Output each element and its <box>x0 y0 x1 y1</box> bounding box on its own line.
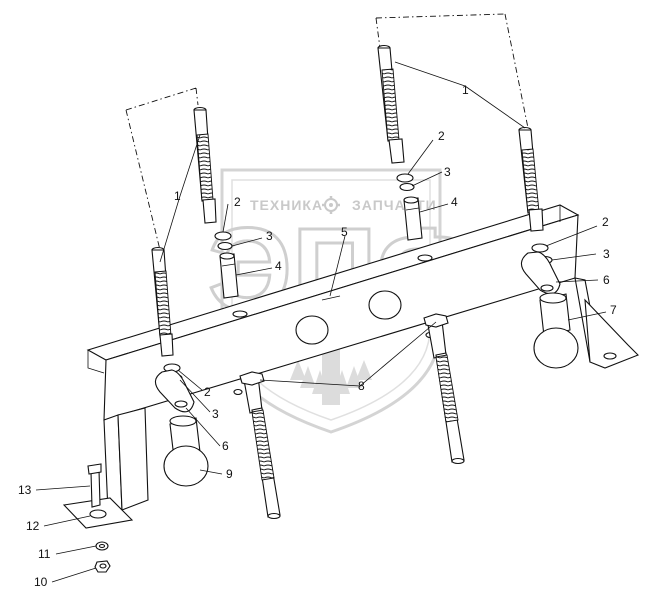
hose-fitting <box>159 333 174 357</box>
bolt-head <box>87 463 102 475</box>
beam-hole <box>232 310 248 318</box>
ball-head <box>533 327 579 369</box>
hose-armor <box>435 354 459 423</box>
ball-head <box>163 445 209 487</box>
callout-3: 3 <box>266 229 273 243</box>
hose-armor <box>251 409 275 481</box>
foot-hole <box>89 509 107 519</box>
ball-head-right <box>533 292 579 369</box>
nut <box>239 371 265 386</box>
callout-3: 3 <box>603 247 610 261</box>
callout-4: 4 <box>275 259 282 273</box>
watermark-left-word: ТЕХНИКА <box>250 197 323 213</box>
nut <box>423 313 449 328</box>
beam-front-hole <box>295 315 329 345</box>
callout-2: 2 <box>602 215 609 229</box>
hose-fitting <box>388 138 405 164</box>
beam-slot <box>321 295 341 301</box>
washer <box>396 173 414 183</box>
washer <box>217 241 233 251</box>
callout-1: 1 <box>462 83 469 97</box>
beam-front-hole <box>233 388 243 396</box>
hose-armor <box>154 270 172 338</box>
hose-armor <box>196 133 214 202</box>
callout-10: 10 <box>34 575 48 589</box>
left-support-bracket <box>62 407 149 529</box>
washer <box>399 182 415 192</box>
fastener-set <box>87 463 111 573</box>
callout-8: 8 <box>358 379 365 393</box>
callout-7: 7 <box>610 303 617 317</box>
callout-2: 2 <box>438 129 445 143</box>
right-dashed-bracket <box>375 13 529 129</box>
callout-13: 13 <box>18 483 32 497</box>
hose-armor <box>381 68 400 142</box>
high-pressure-hose <box>377 44 405 164</box>
drain-hose <box>427 320 465 465</box>
ball-head-left <box>163 415 209 487</box>
left-dashed-bracket <box>125 87 199 251</box>
callout-6: 6 <box>222 439 229 453</box>
hose-fitting <box>202 198 217 224</box>
high-pressure-hose <box>518 126 544 232</box>
washer <box>531 243 549 253</box>
beam-hole <box>417 254 433 262</box>
gear-icon <box>322 196 340 214</box>
beam-left-end <box>87 350 105 374</box>
foot-hole <box>603 352 617 360</box>
injector-fittings <box>219 196 423 299</box>
callout-3: 3 <box>444 165 451 179</box>
callout-9: 9 <box>226 467 233 481</box>
drain-hose <box>243 375 281 520</box>
callout-4: 4 <box>451 195 458 209</box>
hose-armor <box>521 148 540 214</box>
right-support-bracket <box>574 277 639 369</box>
callout-12: 12 <box>26 519 40 533</box>
callout-1: 1 <box>174 189 181 203</box>
wheat-emblem-icon <box>290 345 372 405</box>
hose-fitting <box>528 208 544 232</box>
left-bracket-web <box>117 407 149 511</box>
high-pressure-hose <box>151 246 174 357</box>
callout-5: 5 <box>341 225 348 239</box>
callout-labels: 1 1 2 2 2 2 3 3 3 3 4 4 5 6 6 7 8 9 10 1… <box>18 83 617 589</box>
leader-lines <box>35 61 607 583</box>
bolt <box>90 469 101 508</box>
beam-front-hole <box>368 290 402 320</box>
hose-group-brackets <box>125 13 529 251</box>
callout-11: 11 <box>38 547 51 561</box>
high-pressure-hose <box>193 106 217 224</box>
callout-3: 3 <box>212 407 219 421</box>
right-bracket-foot <box>584 298 639 369</box>
callout-6: 6 <box>603 273 610 287</box>
callout-2: 2 <box>234 195 241 209</box>
callout-2: 2 <box>204 385 211 399</box>
washer <box>214 231 232 241</box>
